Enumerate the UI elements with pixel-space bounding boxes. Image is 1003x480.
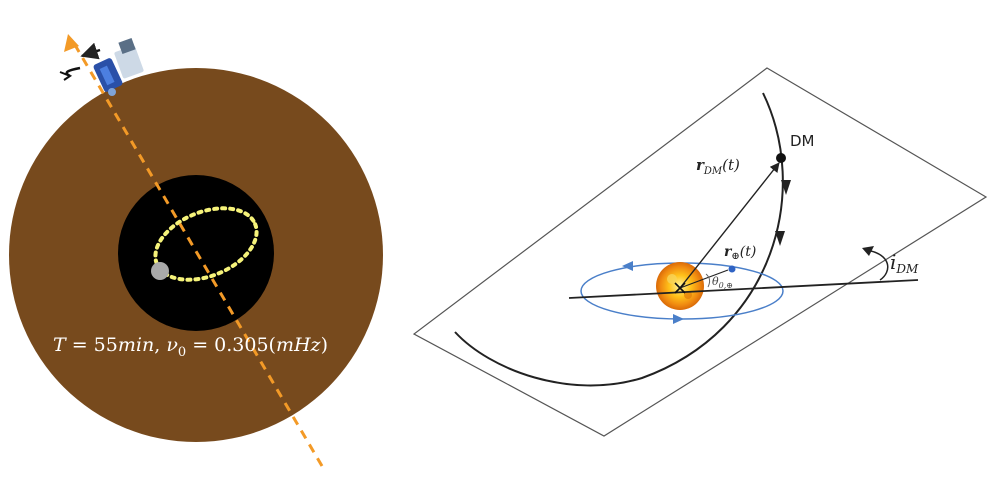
sightline [73,44,324,467]
r-earth-subscript: ⊕ [731,251,739,262]
right-panel: DM rDM(t) r⊕(t) θ0,⊕ iDM [412,67,988,437]
r-dm-subscript: DM [703,166,723,177]
earth-orbit-arrow-top [622,261,633,271]
inclination-arc [865,249,889,281]
r-dm-argument: (t) [722,156,740,174]
r-dm-vector [679,162,780,289]
inclination-subscript: DM [895,262,919,276]
inclination-arrowhead [862,246,874,256]
sun-centre-cross [674,282,686,294]
left-panel: T = 55min, ν0 = 0.305(mHz) [9,34,383,467]
inclination-symbol: i [890,250,896,274]
r-earth-argument: (t) [740,244,757,260]
trajectory-arrow-upper [781,180,791,195]
sun-spot [667,274,677,284]
frequency-symbol: ν [166,334,178,356]
dm-trajectory [454,92,784,387]
sun [656,262,704,310]
period-symbol: T [53,334,67,356]
dm-label: DM [790,132,815,150]
r-dm-symbol: r [696,156,705,174]
trajectory-arrow-lower [775,231,785,246]
theta-subscript: 0,⊕ [719,281,733,290]
period-frequency-caption: T = 55min, ν0 = 0.305(mHz) [53,334,328,360]
earth-orbit-arrow-bottom [673,314,684,324]
frequency-subscript: 0 [178,345,186,360]
period-unit: min [118,334,154,356]
line-of-nodes [568,279,919,299]
frequency-unit: mHz [276,334,322,356]
dm-point [776,153,786,163]
sun-spot [684,291,692,299]
caption-separator: , [154,334,166,356]
theta-arc [705,273,711,288]
inclination-label: iDM [890,250,919,276]
orbital-plane [412,67,988,437]
r-dm-label: rDM(t) [696,156,740,177]
r-earth-symbol: r [724,244,733,260]
caption-close: ) [321,334,328,356]
sightline-arrowhead [64,34,79,52]
theta-symbol: θ [712,275,719,288]
frequency-value: = 0.305( [186,334,276,356]
r-earth-vector [679,269,729,289]
theta-label: θ0,⊕ [712,275,733,290]
satellite-icon [59,37,144,96]
dm-particle [151,262,169,280]
period-value: = 55 [66,334,118,356]
earth-point [728,265,736,273]
r-earth-label: r⊕(t) [724,244,756,262]
